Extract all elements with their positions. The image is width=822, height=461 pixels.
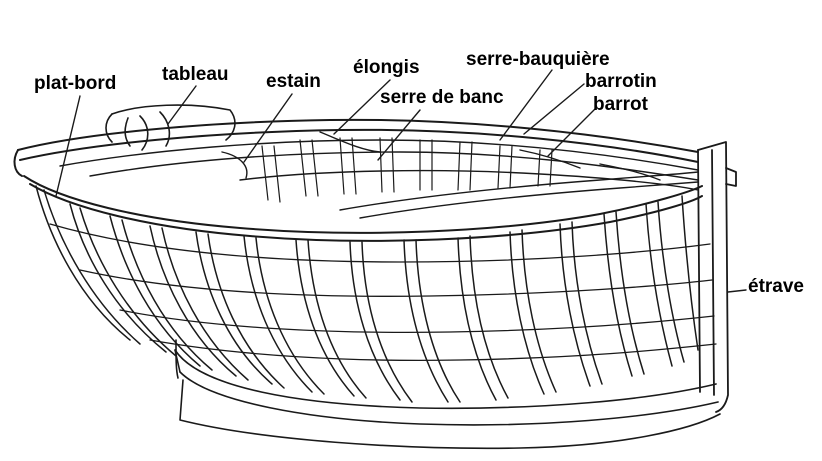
keel xyxy=(174,339,721,450)
label-elongis: élongis xyxy=(353,57,420,78)
label-estain: estain xyxy=(266,71,321,92)
leader-barrot xyxy=(547,107,597,157)
inner-frames xyxy=(261,137,553,203)
leader-plat-bord xyxy=(55,95,81,197)
label-tableau: tableau xyxy=(162,64,229,85)
leader-tableau xyxy=(167,85,197,125)
leader-etrave xyxy=(727,289,747,293)
label-plat-bord: plat-bord xyxy=(34,73,117,94)
label-etrave: étrave xyxy=(748,276,804,297)
stem xyxy=(697,141,737,413)
leader-lines xyxy=(55,69,747,293)
ribs xyxy=(35,185,699,403)
label-barrotin: barrotin xyxy=(585,71,657,92)
transom xyxy=(105,104,236,151)
thwarts xyxy=(221,131,661,181)
leader-serre-de-banc xyxy=(377,109,421,161)
label-barrot: barrot xyxy=(593,94,648,115)
leader-elongis xyxy=(333,79,391,135)
leader-barrotin xyxy=(523,83,585,135)
label-serre-de-banc: serre de banc xyxy=(380,87,504,108)
label-serre-bauquiere: serre-bauquière xyxy=(466,49,610,70)
leader-estain xyxy=(243,93,293,163)
leader-serre-bauquiere xyxy=(499,69,553,141)
gunwale xyxy=(13,118,703,242)
